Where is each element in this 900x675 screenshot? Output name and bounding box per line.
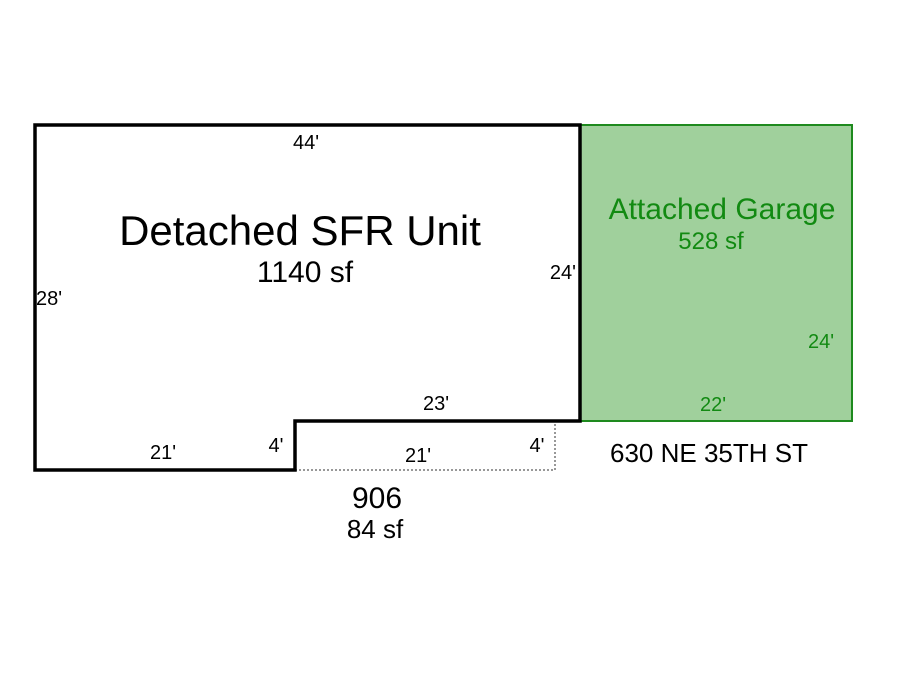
dim-step-top: 23' [423, 393, 449, 415]
dim-top: 44' [293, 132, 319, 154]
addition-dim-bottom: 21' [405, 445, 431, 467]
main-unit-title: Detached SFR Unit [119, 207, 481, 254]
garage-title: Attached Garage [609, 193, 836, 226]
garage-dim-bottom: 22' [700, 394, 726, 416]
garage-dim-right: 24' [808, 331, 834, 353]
address-label: 630 NE 35TH ST [610, 438, 808, 468]
addition-code: 906 [352, 482, 402, 515]
garage-area [579, 124, 853, 422]
addition-area: 84 sf [347, 514, 404, 544]
dim-left: 28' [36, 288, 62, 310]
addition-dim-side: 4' [530, 435, 545, 457]
addition-outline [295, 421, 556, 471]
garage-area-label: 528 sf [678, 228, 744, 255]
main-unit-area: 1140 sf [257, 256, 354, 289]
dim-bottom-left: 21' [150, 442, 176, 464]
dim-right: 24' [550, 262, 576, 284]
dim-step-side: 4' [269, 435, 284, 457]
main-unit-outline [33, 123, 582, 472]
